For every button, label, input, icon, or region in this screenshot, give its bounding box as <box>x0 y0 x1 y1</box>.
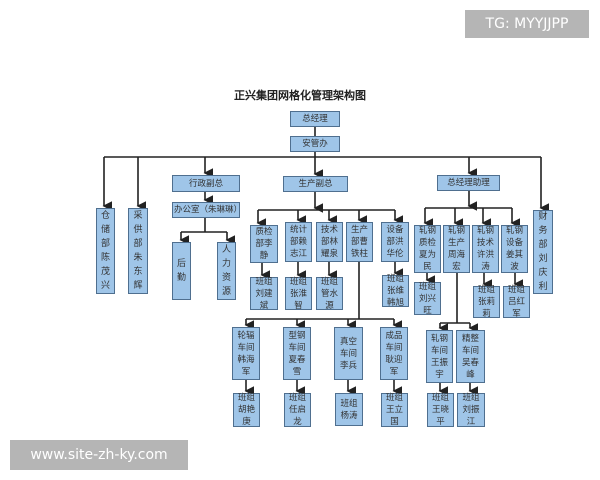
chart-title: 正兴集团网格化管理架构图 <box>234 89 366 102</box>
node-equipment: 设备部洪华伦 <box>381 222 409 262</box>
node-hr: 人力资源 <box>217 242 236 300</box>
node-finishing-shop-team: 班组刘振江 <box>457 393 485 427</box>
node-rolling-qc-team: 班组刘兴旺 <box>414 282 441 316</box>
node-rolling-shop-team: 班组王晓平 <box>427 393 454 427</box>
node-rolling-tech: 轧钢技术许洪涛 <box>472 225 499 273</box>
node-rolling-equipment: 轧钢设备姜其波 <box>501 225 528 273</box>
node-finished-team: 班组王立国 <box>381 393 408 427</box>
node-equipment-team: 班组张维韩旭 <box>382 274 409 308</box>
node-tech-team: 班组管水源 <box>316 277 343 311</box>
node-gm-assistant: 总经理助理 <box>437 175 500 191</box>
node-rolling-shop: 轧钢车间王振宇 <box>426 330 453 383</box>
node-logistics: 后 勤 <box>172 242 191 300</box>
node-warehouse: 仓储部 陈茂兴 <box>96 208 115 294</box>
node-production-vp: 生产副总 <box>283 176 348 192</box>
node-finishing-shop: 精整车间吴春峰 <box>456 330 485 383</box>
node-vacuum-shop: 真空车间李兵 <box>334 327 363 380</box>
node-qc: 质检部李静 <box>250 225 278 263</box>
node-wheel-team: 班组胡艳庚 <box>233 393 260 427</box>
node-rolling-qc: 轧钢质检夏为民 <box>414 225 441 273</box>
node-stats-team: 班组张淮智 <box>285 277 312 311</box>
node-admin-vp: 行政副总 <box>172 175 240 192</box>
node-production: 生产部曹铁柱 <box>346 222 373 262</box>
node-ceo: 总经理 <box>290 111 340 127</box>
node-rolling-equipment-team: 班组吕红军 <box>503 285 530 319</box>
node-steel-shop: 型钢车间夏春雪 <box>283 327 311 380</box>
node-finance: 财务部 刘庆利 <box>533 210 553 294</box>
node-steel-team: 班组任启龙 <box>284 393 311 427</box>
node-finished-shop: 成品车间耿迎军 <box>380 327 408 380</box>
node-purchasing: 采供部 朱东辉 <box>128 208 148 294</box>
node-office: 办公室（朱琳琳） <box>172 202 242 218</box>
node-rolling-tech-team: 班组张莉莉 <box>473 285 500 319</box>
node-safety-office: 安管办 <box>290 136 340 152</box>
node-stats: 统计部赖志江 <box>285 222 312 262</box>
node-wheel-shop: 轮辐车间韩海军 <box>232 327 260 380</box>
watermark-top: TG: MYYJJPP <box>465 10 589 38</box>
node-tech: 技术部林耀泉 <box>316 222 343 262</box>
watermark-bottom: www.site-zh-ky.com <box>10 440 188 470</box>
node-vacuum-team: 班组杨涛 <box>335 393 363 426</box>
node-rolling-production: 轧钢生产周海宏 <box>443 225 470 273</box>
node-qc-team: 班组刘建斌 <box>250 277 278 311</box>
